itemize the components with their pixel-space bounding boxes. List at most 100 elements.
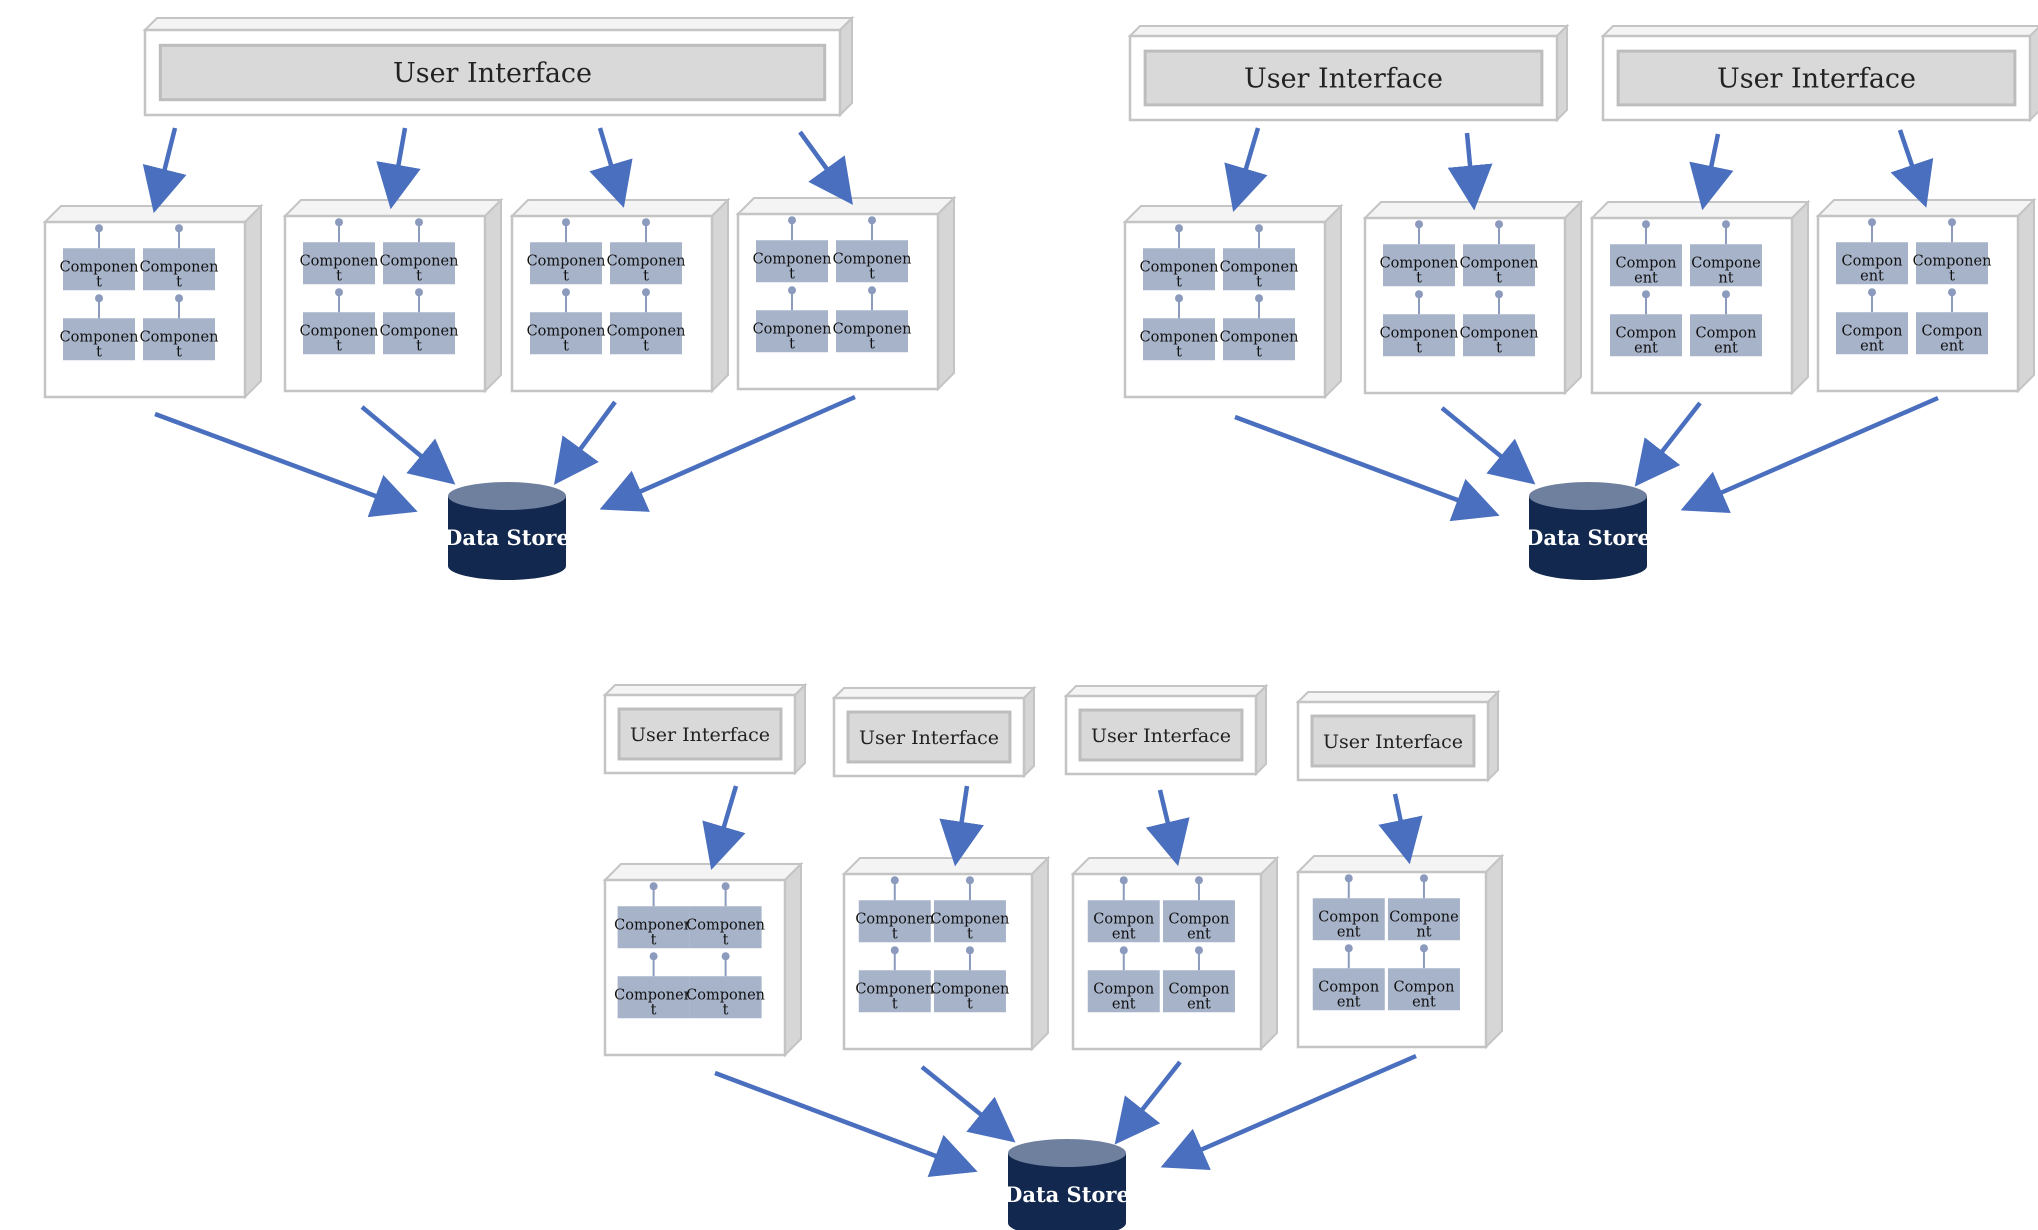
module-4-component-2-body: [836, 240, 908, 283]
arrow-ui-to-module-2: [376, 127, 421, 210]
module-3-box-side: [1260, 855, 1278, 1052]
module-3-component-3-body: [1610, 314, 1682, 357]
module-4-component-4-pin-head: [1419, 944, 1428, 953]
module-3-component-4-label-2: ent: [1714, 340, 1738, 356]
module-1-component-3-pin-head: [1175, 294, 1183, 303]
data-store-body: [1529, 496, 1647, 580]
module-1-component-1-pin-head: [95, 224, 103, 233]
module-3-component-4-label-2: t: [643, 338, 649, 354]
module-1-component-2-label-2: t: [176, 274, 182, 290]
module-4-component-2-label-1: Compone: [1389, 909, 1459, 925]
module-1-component-1-label-2: t: [651, 932, 657, 948]
arrow-ui-to-module-2: [1447, 132, 1493, 211]
module-2-component-4-label-2: t: [416, 338, 422, 354]
module-4-component-2-label-2: t: [869, 266, 875, 282]
ui-1-box-side: [794, 682, 806, 776]
module-1-box-side: [784, 861, 802, 1058]
module-2-component-3-body: [858, 970, 931, 1013]
data-store-label: Data Store: [444, 525, 570, 550]
module-1-box-top: [1122, 205, 1344, 223]
module-1-component-1-label-2: t: [1176, 274, 1182, 290]
module-3-component-1-label-2: ent: [1634, 270, 1658, 286]
ui-4-bar: [1310, 714, 1476, 768]
module-1-component-4-label-2: t: [723, 1002, 729, 1018]
module-2-box-top: [841, 857, 1051, 875]
module-4-component-4-label-2: t: [869, 336, 875, 352]
module-3-component-4-pin-head: [1194, 946, 1203, 955]
module-2-component-2-label-1: Componen: [380, 253, 459, 269]
module-1-component-4-body: [143, 318, 215, 361]
module-2-component-1-label-2: t: [1416, 270, 1422, 286]
module-4-component-3-label-2: ent: [1337, 994, 1361, 1010]
arrow-ui-to-module-4: [1890, 129, 1934, 208]
data-store-body: [448, 496, 566, 580]
module-2-component-3-label-2: t: [892, 996, 898, 1012]
ui-left-label: User Interface: [1244, 64, 1443, 95]
module-1-component-4-body: [1223, 318, 1295, 361]
ui-right-box-top: [1600, 25, 2038, 37]
arrow-ui-to-module-4: [1378, 793, 1423, 865]
module-3-component-4-label-1: Componen: [607, 323, 686, 339]
ui-4-label: User Interface: [1323, 731, 1463, 753]
module-1-component-2-pin-head: [721, 882, 730, 891]
module-3-component-2-label-2: ent: [1187, 926, 1211, 942]
module-4-component-4-body: [836, 310, 908, 353]
module-3-box-side: [1791, 199, 1809, 396]
module-2-component-3-body: [303, 312, 375, 355]
module-4-component-2-body: [1916, 242, 1988, 285]
module-3-component-1-label-1: Componen: [527, 253, 606, 269]
module-4-component-4-label-2: ent: [1940, 338, 1964, 354]
module-2-component-2-label-2: t: [416, 268, 422, 284]
module-1-component-1-pin-head: [649, 882, 658, 891]
module-1-box-side: [244, 203, 262, 400]
module-1-component-3-body: [1143, 318, 1215, 361]
module-4-component-3-body: [1312, 968, 1385, 1011]
ui-right-bar: [1616, 49, 2017, 107]
module-2-component-3-pin-head: [890, 946, 899, 955]
module-4-component-1-label-2: t: [789, 266, 795, 282]
module-1-component-4-label-1: Componen: [686, 987, 765, 1003]
ui-2-bar: [846, 710, 1012, 764]
module-3-component-4-body: [610, 312, 682, 355]
arrow-module-4-to-store: [1680, 395, 1939, 514]
module-3-component-1-body: [1610, 244, 1682, 287]
module-2-component-4-label-2: t: [1496, 340, 1502, 356]
data-store-top: [1529, 482, 1647, 510]
module-4-component-3-body: [1836, 312, 1908, 355]
module-1-component-2-pin-head: [1255, 224, 1263, 233]
module-1-component-4-label-1: Componen: [140, 329, 219, 345]
ui-2-box-side: [1023, 685, 1035, 779]
module-2-component-3-body: [1383, 314, 1455, 357]
arrow-ui-to-module-2: [939, 785, 984, 867]
module-1-component-2-body: [689, 906, 762, 949]
module-4-component-3-label-2: t: [789, 336, 795, 352]
module-1-component-4-label-1: Componen: [1220, 329, 1299, 345]
module-4-component-3-label-1: Compon: [1318, 979, 1379, 995]
module-3-component-1-label-1: Compon: [1616, 255, 1677, 271]
module-2-component-4-label-1: Componen: [1460, 325, 1539, 341]
arrow-ui-to-module-3: [1145, 789, 1190, 867]
module-2-component-4-body: [383, 312, 455, 355]
ui-main-label: User Interface: [393, 58, 592, 89]
module-4-box-top: [1295, 855, 1505, 873]
diagram-monolithic: User InterfaceComponentComponentComponen…: [42, 15, 957, 580]
module-4-component-2-label-1: Componen: [1913, 253, 1992, 269]
arrow-module-4-to-store: [1160, 1053, 1417, 1171]
module-2-component-1-pin-head: [335, 218, 343, 227]
data-store-body: [1008, 1153, 1126, 1230]
module-3-component-2-body: [1162, 900, 1235, 943]
module-1-component-1-label-2: t: [96, 274, 102, 290]
module-4-component-1-pin-head: [1344, 874, 1353, 883]
ui-left-box-side: [1556, 23, 1568, 123]
module-4-component-2-label-2: t: [1949, 268, 1955, 284]
module-4-component-3-pin-head: [1868, 288, 1876, 297]
module-2-box-side: [1031, 855, 1049, 1052]
module-1-box-side: [1324, 203, 1342, 400]
module-2-component-2-body: [933, 900, 1006, 943]
ui-left-box-top: [1127, 25, 1570, 37]
module-3-component-1-label-1: Compon: [1093, 911, 1154, 927]
module-1-component-2-body: [1223, 248, 1295, 291]
module-2-component-3-label-1: Componen: [300, 323, 379, 339]
ui-1-bar: [617, 707, 783, 761]
